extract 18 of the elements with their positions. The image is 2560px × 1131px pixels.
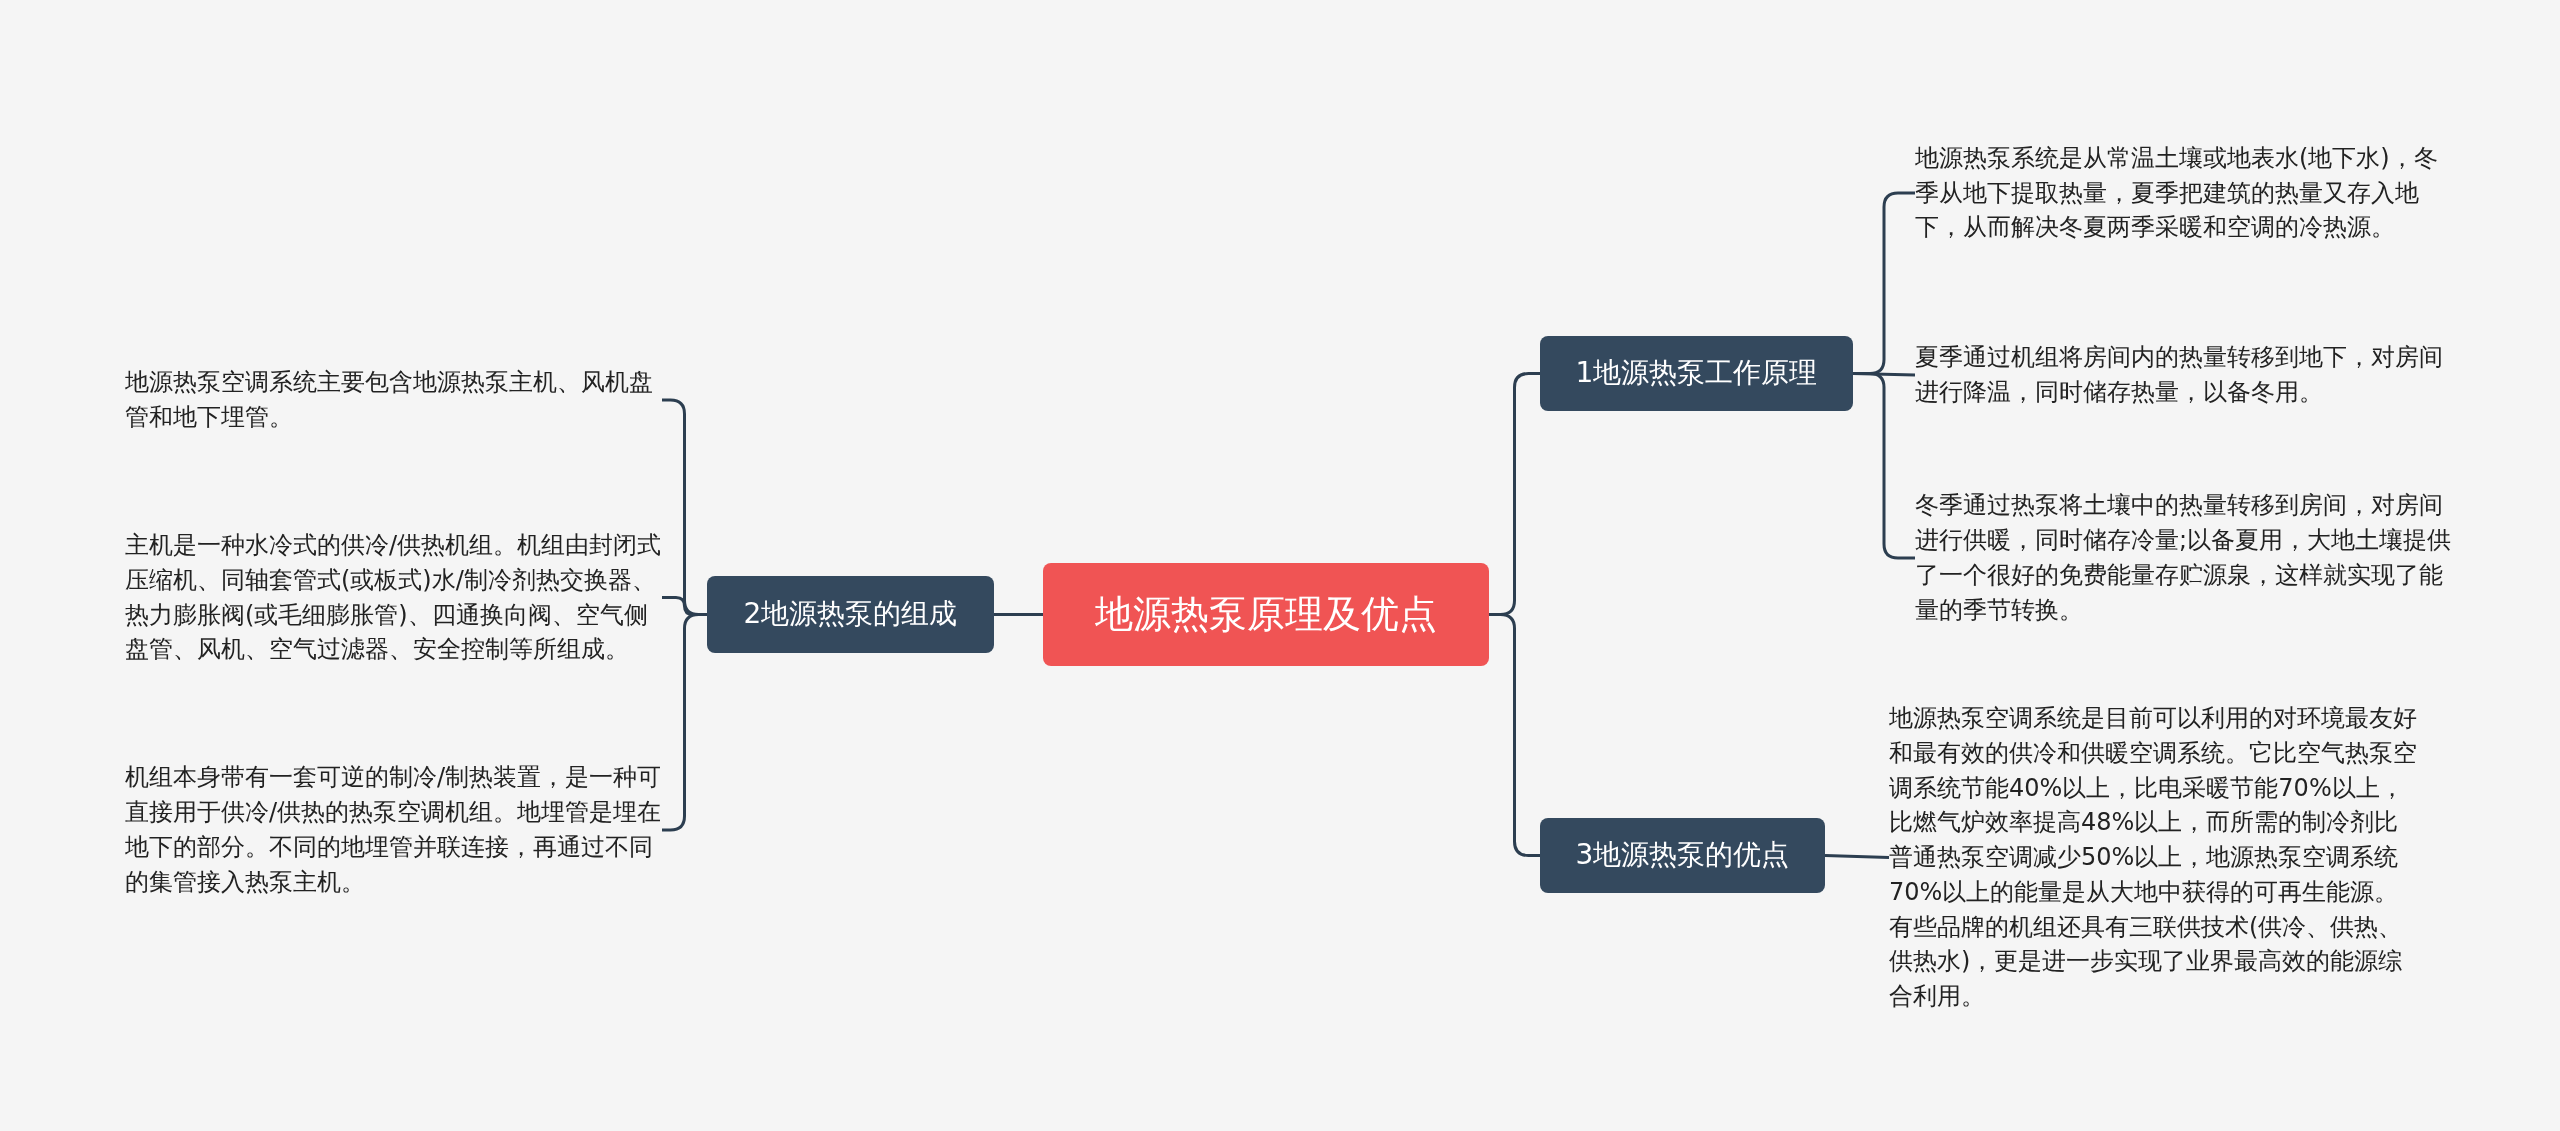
- note-text: 冬季通过热泵将土壤中的热量转移到房间，对房间进行供暖，同时储存冷量;以备夏用，大地土壤提供了一个很好的免费能量存贮源泉，这样就实现了能量的季节转换。: [1915, 490, 2453, 626]
- topic-label: 1地源热泵工作原理: [1575, 355, 1818, 392]
- branch-box: [1540, 336, 1853, 411]
- note-text: 地源热泵系统是从常温土壤或地表水(地下水)，冬季从地下提取热量，夏季把建筑的热量又存入地下，从而解决冬夏两季采暖和空调的冷热源。: [1915, 142, 2439, 244]
- note-text: 主机是一种水冷式的供冷/供热机组。机组由封闭式压缩机、同轴套管式(或板式)水/制冷剂热交换器、热力膨胀阀(或毛细膨胀管)、四通换向阀、空气侧盘管、风机、空气过滤器、安全控制等所组成。: [125, 529, 662, 666]
- connector-line: [1824, 854, 1890, 859]
- note-text: 地源热泵空调系统主要包含地源热泵主机、风机盘管和地下埋管。: [125, 367, 654, 433]
- branch-box: [1540, 818, 1825, 893]
- connector-line: [1489, 613, 1540, 857]
- topic-label: 3地源热泵的优点: [1575, 837, 1790, 874]
- topic-label: 2地源热泵的组成: [743, 596, 958, 633]
- topic-label: 地源热泵原理及优点: [1095, 590, 1437, 638]
- topic-box: [1043, 563, 1489, 666]
- note-text: 夏季通过机组将房间内的热量转移到地下，对房间进行降温，同时储存热量，以备冬用。: [1915, 342, 2444, 408]
- branch-box: [707, 576, 994, 653]
- note-text: 地源热泵空调系统是目前可以利用的对环境最友好和最有效的供冷和供暖空调系统。它比空气热泵空调系统节能40%以上，比电采暖节能70%以上，比燃气炉效率提高48%以上，而所需的制冷剂比普通热泵空调减少50%以上，地源热泵空调系统70%以上的能量是从大地中获得的可再生能源。有些品牌的机组还具有三联供技术(供冷、供热、供热水)，更是进一步实现了业界最高效的能源综合利用。: [1889, 702, 2418, 1013]
- note-text: 机组本身带有一套可逆的制冷/制热装置，是一种可直接用于供冷/供热的热泵空调机组。地埋管是埋在地下的部分。不同的地埋管并联连接，再通过不同的集管接入热泵主机。: [125, 762, 662, 898]
- connector-line: [994, 613, 1043, 616]
